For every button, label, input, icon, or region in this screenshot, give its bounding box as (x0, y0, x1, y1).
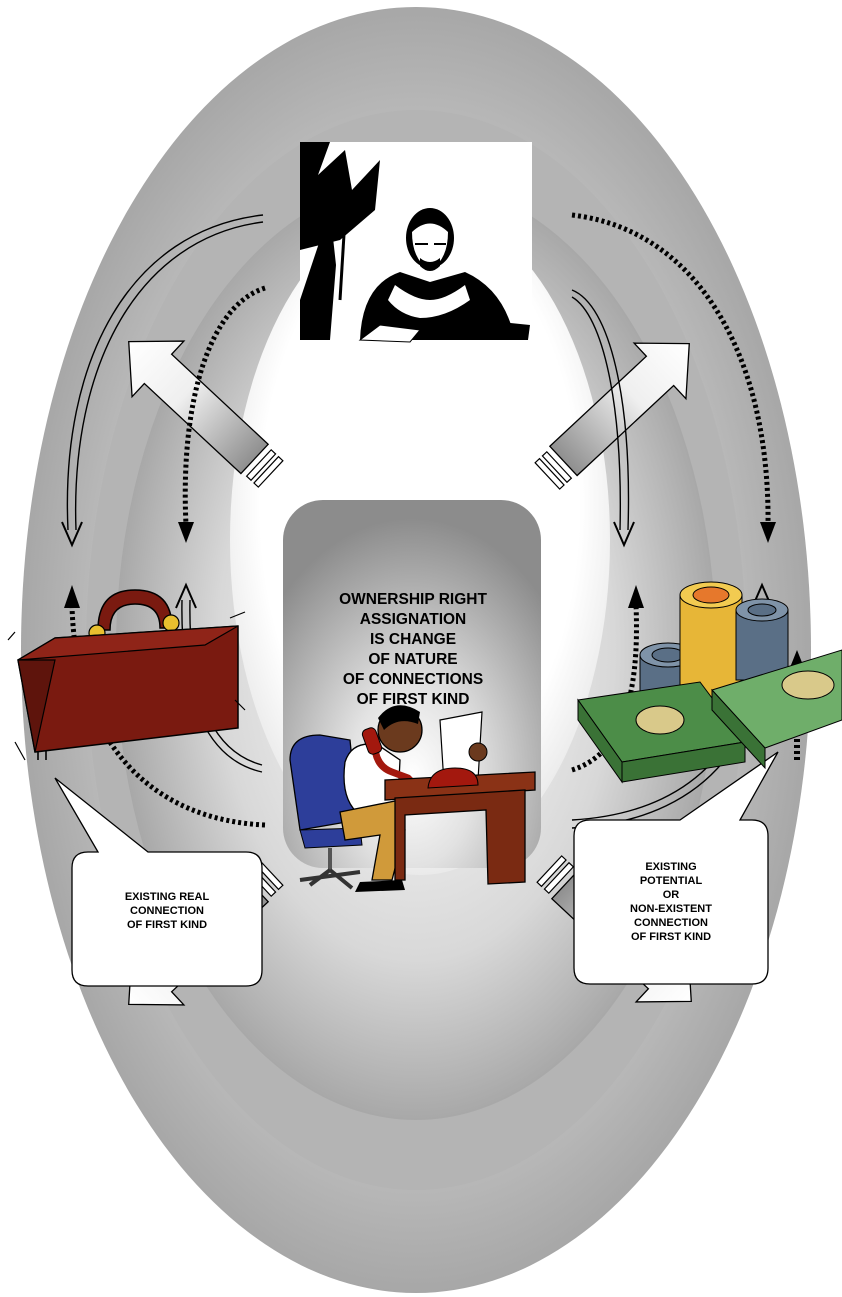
block-arrow-to-briefcase (128, 340, 284, 488)
potential-connection-top-left-head (178, 522, 194, 543)
callout-potential-line-1: EXISTING (645, 861, 697, 873)
block-arrow-to-money (534, 342, 690, 490)
callout-potential-line-2: POTENTIAL (639, 875, 703, 887)
money-icon (577, 581, 842, 784)
banknote-stack-left (577, 681, 746, 784)
center-line-2: ASSIGNATION (359, 611, 467, 628)
potential-connection-top-left (182, 285, 266, 526)
potential-connection-top-right-head (760, 522, 776, 543)
callout-real-bubble (54, 777, 263, 987)
potential-connection-bottom-right-head (628, 585, 644, 608)
telephone-businessman-icon (289, 705, 536, 892)
briefcase-icon (7, 589, 246, 761)
callout-real-line-2: CONNECTION (130, 905, 204, 917)
potential-connection-bottom-left-head (64, 585, 80, 608)
callout-potential-line-6: OF FIRST KIND (630, 931, 712, 943)
center-line-6: OF FIRST KIND (356, 691, 470, 708)
coin-stack-gold (679, 581, 743, 701)
coin-stack-blue-right (735, 598, 789, 681)
callout-potential-line-5: CONNECTION (634, 917, 708, 929)
center-line-3: IS CHANGE (369, 631, 457, 648)
callout-potential-line-4: NON-EXISTENT (630, 903, 712, 915)
center-line-5: OF CONNECTIONS (342, 671, 484, 688)
real-connection-top-right (571, 289, 635, 548)
center-line-4: OF NATURE (368, 651, 458, 668)
banknote-stack-right (711, 649, 842, 770)
callout-potential-text: EXISTING POTENTIAL OR NON-EXISTENT CONNE… (574, 860, 768, 944)
office-worker-icon (300, 142, 532, 343)
potential-connection-bottom-right (571, 604, 639, 773)
callout-real-line-1: EXISTING REAL (124, 891, 210, 903)
callout-potential-bubble (573, 751, 779, 985)
center-line-1: OWNERSHIP RIGHT (339, 591, 487, 608)
callout-real-line-3: OF FIRST KIND (126, 919, 208, 931)
callout-real-text: EXISTING REAL CONNECTION OF FIRST KIND (72, 890, 262, 932)
real-connection-top-left (61, 214, 264, 548)
callout-potential-line-3: OR (662, 889, 680, 901)
center-box-text: OWNERSHIP RIGHT ASSIGNATION IS CHANGE OF… (290, 590, 536, 710)
potential-connection-top-right (571, 212, 771, 526)
